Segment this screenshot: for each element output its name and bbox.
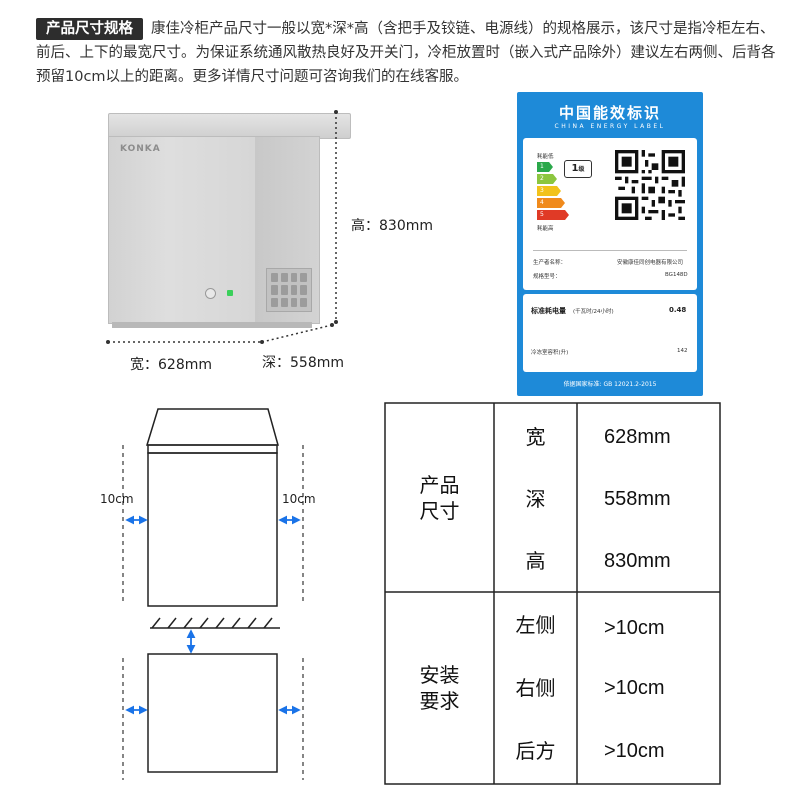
grade-bar-4: 4 [537, 198, 565, 208]
install-value-left: >10cm [604, 616, 665, 639]
energy-label: 中国能效标识 CHINA ENERGY LABEL 耗能低 1 2 3 4 5 … [517, 92, 703, 396]
size-name-depth: 深 [525, 487, 546, 511]
qr-code-icon [615, 150, 685, 220]
height-label: 高：830mm [351, 218, 433, 234]
size-value-width: 628mm [604, 426, 671, 448]
energy-label-title: 中国能效标识 [558, 104, 661, 122]
model-value: BG148D [665, 272, 688, 278]
grade-bar-3: 3 [537, 186, 561, 196]
thermostat-knob [205, 288, 216, 299]
high-consumption-label: 耗能高 [537, 226, 554, 232]
energy-grade-badge: 1级 [564, 160, 592, 178]
size-name-height: 高 [525, 549, 546, 573]
manufacturer-value: 安徽康佳同创电器有限公司 [617, 260, 684, 266]
size-value-depth: 558mm [604, 488, 671, 510]
consumption-value: 0.48 [669, 306, 687, 314]
install-value-rear: >10cm [604, 739, 665, 762]
freezer-vent [266, 268, 312, 312]
divider [533, 250, 687, 251]
grade-bar-2: 2 [537, 174, 557, 184]
install-group-label: 安装 要求 [419, 663, 460, 713]
grade-bar-1: 1 [537, 162, 553, 172]
energy-grade-suffix: 级 [578, 166, 585, 173]
right-gap-label: 10cm [282, 492, 316, 506]
dimension-lines [106, 110, 338, 344]
intro-paragraph: 产品尺寸规格康佳冷柜产品尺寸一般以宽*深*高（含把手及铰链、电源线）的规格展示，… [36, 17, 778, 89]
size-value-height: 830mm [604, 550, 671, 572]
section-tag: 产品尺寸规格 [36, 18, 143, 40]
consumption-unit: (千瓦时/24小时) [573, 309, 614, 315]
install-diagram [122, 408, 304, 780]
install-name-left: 左侧 [515, 612, 556, 637]
freezer-lid [108, 113, 351, 139]
install-name-rear: 后方 [515, 738, 556, 763]
install-name-right: 右侧 [515, 675, 556, 700]
energy-standard: 依据国家标准: GB 12021.2-2015 [563, 381, 657, 388]
install-value-right: >10cm [604, 676, 665, 699]
power-indicator [227, 290, 233, 296]
energy-label-top-panel: 耗能低 1 2 3 4 5 耗能高 1级 [523, 138, 697, 290]
size-name-width: 宽 [525, 425, 546, 449]
energy-grade: 1 [571, 163, 579, 174]
brand-logo: KONKA [120, 144, 161, 154]
volume-value: 142 [677, 348, 688, 354]
freezer-base [112, 322, 312, 328]
size-group-label: 产品 尺寸 [419, 472, 460, 523]
depth-label: 深：558mm [262, 355, 344, 371]
manufacturer-label: 生产者名称： [533, 260, 567, 266]
intro-text: 康佳冷柜产品尺寸一般以宽*深*高（含把手及铰链、电源线）的规格展示，该尺寸是指冷… [36, 21, 776, 85]
volume-label: 冷冻室容积(升) [531, 350, 569, 356]
consumption-label: 标准耗电量 [531, 307, 566, 315]
width-label: 宽：628mm [130, 357, 212, 373]
energy-label-subtitle: CHINA ENERGY LABEL [554, 123, 666, 130]
low-consumption-label: 耗能低 [537, 154, 554, 160]
model-label: 规格型号： [533, 274, 561, 280]
grade-bar-5: 5 [537, 210, 569, 220]
energy-label-bottom-panel: 标准耗电量 (千瓦时/24小时) 0.48 冷冻室容积(升) 142 [523, 294, 697, 372]
left-gap-label: 10cm [100, 492, 134, 506]
